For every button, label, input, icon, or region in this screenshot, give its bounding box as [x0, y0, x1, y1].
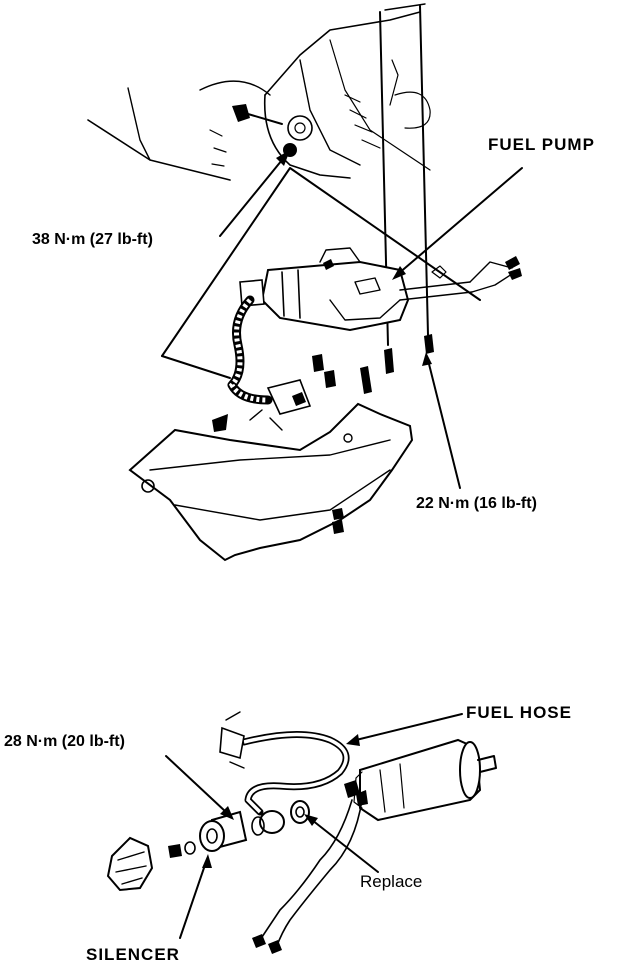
upper-leader-lines [161, 150, 523, 489]
pump-wiring [252, 799, 363, 954]
fuel-hose-coil [212, 295, 312, 432]
torque-label-bracket: 38 N·m (27 lb-ft) [32, 231, 153, 248]
fuel-hose-label: FUEL HOSE [466, 703, 572, 722]
torque-label-bolt: 22 N·m (16 lb-ft) [416, 495, 537, 512]
torque-label-fitting: 28 N·m (20 lb-ft) [4, 733, 125, 750]
silencer-cap [106, 836, 154, 892]
lower-view [106, 711, 497, 954]
replace-label: Replace [360, 872, 422, 891]
fuel-pump-cylinder [344, 738, 497, 822]
upper-view [87, 3, 523, 562]
splash-cover [128, 402, 414, 562]
fittings [168, 800, 310, 858]
vehicle-frame [87, 11, 431, 181]
fuel-pump-label: FUEL PUMP [488, 135, 595, 154]
mounting-bolts [312, 334, 434, 394]
silencer-label: SILENCER [86, 945, 180, 964]
fuel-pump-body [239, 247, 522, 332]
fuel-hose [219, 711, 350, 816]
lower-leader-lines [165, 713, 463, 939]
